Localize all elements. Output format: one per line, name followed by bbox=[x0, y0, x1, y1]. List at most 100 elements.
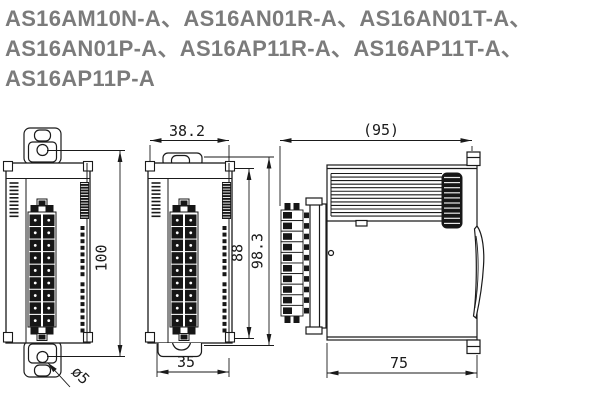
corner-ear bbox=[144, 331, 156, 343]
terminal-bottom-ear bbox=[30, 327, 39, 335]
terminal-screw-dot bbox=[175, 306, 179, 310]
led-indicator bbox=[80, 252, 85, 257]
model-list-line-3: AS16AP11P-A bbox=[5, 66, 156, 91]
terminal-row-pin bbox=[304, 244, 309, 250]
led-indicator bbox=[222, 315, 227, 320]
dim-height-98-3-label: 98.3 bbox=[249, 233, 267, 269]
corner-ear bbox=[82, 331, 94, 343]
terminal-bottom-nub-fill bbox=[180, 334, 188, 340]
led-indicator bbox=[222, 302, 227, 307]
arrowhead bbox=[266, 334, 272, 345]
terminal-top-ear bbox=[30, 205, 39, 212]
led-indicator bbox=[80, 315, 85, 320]
led-indicator bbox=[80, 321, 85, 326]
terminal-row-pin bbox=[304, 254, 309, 261]
terminal-row-screw bbox=[283, 296, 292, 304]
terminal-screw-dot bbox=[33, 306, 37, 310]
led-indicator bbox=[80, 328, 85, 333]
led-indicator bbox=[80, 302, 85, 307]
tab-bump-bottom bbox=[157, 342, 203, 358]
dim-hole-label: ø5 bbox=[68, 363, 94, 389]
terminal-row-screw bbox=[283, 307, 292, 314]
arrowhead bbox=[266, 157, 272, 169]
corner-ear bbox=[144, 160, 156, 172]
arrowhead bbox=[280, 138, 292, 143]
terminal-screw-dot bbox=[33, 319, 37, 323]
terminal-row-pin bbox=[304, 265, 309, 272]
terminal-cap bbox=[284, 316, 291, 323]
din-tab-top bbox=[466, 151, 481, 167]
dim-height-98-3: 98.3 bbox=[204, 156, 274, 346]
terminal-row-pin bbox=[304, 233, 309, 240]
dim-depth-95: (95) bbox=[279, 121, 473, 206]
front-view-left: 100 ø5 bbox=[2, 127, 125, 389]
led-indicator bbox=[222, 239, 227, 244]
terminal-screw-dot bbox=[33, 256, 37, 260]
terminal-row-pin bbox=[304, 223, 309, 229]
arrowhead bbox=[327, 370, 339, 376]
terminal-top-ear bbox=[45, 205, 54, 212]
terminal-screw-dot bbox=[33, 269, 37, 272]
terminal-screw-dot bbox=[175, 243, 179, 247]
led-indicator bbox=[80, 232, 85, 237]
corner-ear bbox=[82, 160, 94, 172]
led-indicator bbox=[222, 272, 227, 277]
corner-ear bbox=[224, 160, 236, 172]
terminal-screw-dot bbox=[47, 243, 51, 247]
dim-height-88-label: 88 bbox=[229, 244, 247, 262]
dim-width-35: 35 bbox=[156, 344, 230, 377]
dim-height-100-label: 100 bbox=[93, 244, 111, 271]
led-indicator bbox=[80, 265, 85, 270]
led-indicator bbox=[80, 245, 85, 250]
led-indicator bbox=[80, 226, 85, 230]
terminal-row-pin bbox=[304, 307, 309, 314]
dim-depth-95-label: (95) bbox=[363, 121, 399, 139]
terminal-screw-dot bbox=[175, 231, 179, 235]
terminal-row-screw bbox=[283, 286, 292, 293]
led-indicator bbox=[222, 308, 227, 313]
led-indicator bbox=[80, 239, 85, 244]
mounting-hole-bottom bbox=[36, 350, 49, 364]
terminal-screw-dot bbox=[33, 243, 37, 247]
dim-width-35-label: 35 bbox=[177, 353, 195, 371]
arrowhead bbox=[47, 362, 57, 373]
terminal-screw-dot bbox=[47, 269, 51, 272]
model-list-line-1: AS16AM10N-A、AS16AN01R-A、AS16AN01T-A、 bbox=[5, 6, 532, 31]
terminal-screw-dot bbox=[189, 243, 193, 247]
wheel-body bbox=[441, 172, 463, 229]
led-indicator bbox=[80, 308, 85, 313]
terminal-row-pin bbox=[304, 212, 309, 219]
terminal-screw-dot bbox=[175, 281, 179, 285]
led-indicator bbox=[222, 295, 227, 300]
terminal-screw-dot bbox=[47, 281, 51, 285]
terminal-row-pin bbox=[304, 286, 309, 293]
terminal-row-pin bbox=[304, 297, 309, 303]
dim-depth-75: 75 bbox=[326, 343, 478, 378]
terminal-bottom-ear bbox=[187, 327, 196, 335]
dim-height-100: 100 bbox=[47, 150, 125, 357]
terminal-top-nub-fill bbox=[180, 200, 188, 206]
latch-notch bbox=[355, 219, 368, 227]
led-indicator bbox=[222, 288, 227, 293]
terminal-screw-dot bbox=[33, 218, 37, 222]
terminal-screw-dot bbox=[189, 306, 193, 310]
led-indicator bbox=[222, 321, 227, 326]
terminal-bottom-ear bbox=[172, 327, 181, 335]
module-body-front-middle bbox=[144, 160, 236, 344]
arrowhead bbox=[150, 138, 162, 143]
terminal-screw-dot bbox=[189, 319, 193, 323]
led-indicator bbox=[222, 245, 227, 250]
terminal-screw-dot bbox=[47, 256, 51, 260]
terminal-row-pin bbox=[304, 276, 309, 282]
terminal-screw-dot bbox=[189, 281, 193, 285]
knurled-lock-wheel bbox=[441, 172, 463, 229]
terminal-screw-dot bbox=[189, 269, 193, 272]
arrowhead bbox=[246, 169, 252, 180]
arrowhead bbox=[217, 138, 229, 143]
terminal-screw-dot bbox=[47, 294, 51, 297]
dim-depth-75-label: 75 bbox=[390, 354, 408, 372]
led-indicator bbox=[222, 252, 227, 257]
terminal-screw-dot bbox=[33, 294, 37, 297]
terminal-screw-dot bbox=[47, 218, 51, 222]
